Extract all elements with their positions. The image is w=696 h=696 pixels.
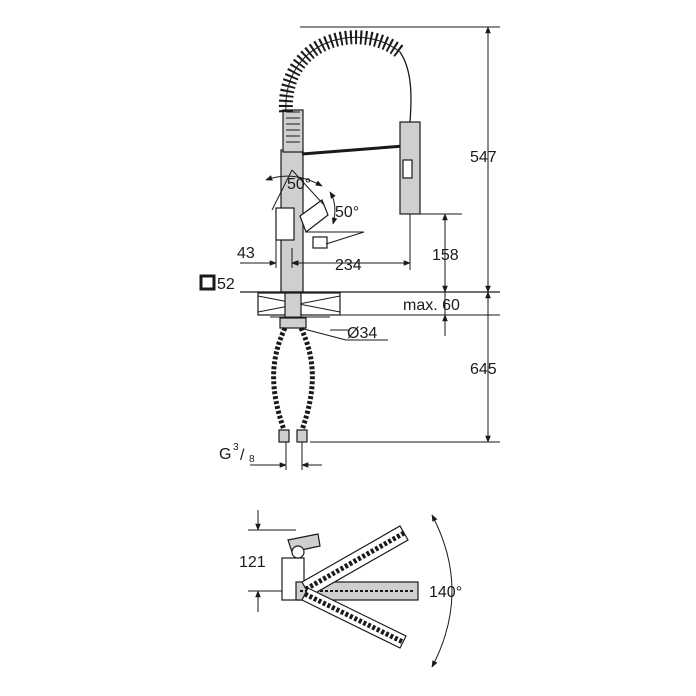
rotation-angle-label: 140° bbox=[429, 584, 462, 601]
lever-swing-range bbox=[299, 199, 329, 233]
square-base-icon bbox=[199, 274, 216, 291]
hole-diameter-label: Ø34 bbox=[347, 325, 377, 342]
rotation-arc bbox=[431, 514, 453, 668]
supply-hose-left bbox=[271, 326, 288, 431]
angle-top-label: 50° bbox=[287, 176, 311, 193]
connection-thread-num: 3 bbox=[233, 442, 239, 453]
angle-arc-lever bbox=[329, 191, 338, 225]
plan-depth-label: 121 bbox=[239, 554, 266, 571]
connection-thread-label: G bbox=[219, 446, 231, 463]
lever-offset-label: 43 bbox=[237, 245, 255, 262]
counter-thickness-label: max. 60 bbox=[403, 297, 460, 314]
connection-thread-den: 8 bbox=[249, 454, 255, 465]
spray-hose bbox=[399, 51, 412, 123]
hose-length-label: 645 bbox=[470, 361, 497, 378]
supply-hose-right bbox=[298, 326, 315, 431]
base-square-label: 52 bbox=[217, 276, 235, 293]
lever-handle bbox=[275, 207, 295, 241]
angle-lever-label: 50° bbox=[335, 204, 359, 221]
angle-arc-top bbox=[265, 175, 323, 187]
plan-view: 121 140° bbox=[239, 510, 462, 668]
spring-coil bbox=[278, 30, 405, 113]
spring-housing bbox=[282, 109, 304, 153]
connection-thread-slash: / bbox=[240, 447, 245, 464]
spout-height-label: 158 bbox=[432, 247, 459, 264]
total-height-label: 547 bbox=[470, 149, 497, 166]
spray-holder-arm bbox=[301, 144, 405, 156]
side-view: 50° 50° 43 234 158 547 52 bbox=[199, 26, 500, 470]
spout-reach-label: 234 bbox=[335, 257, 362, 274]
